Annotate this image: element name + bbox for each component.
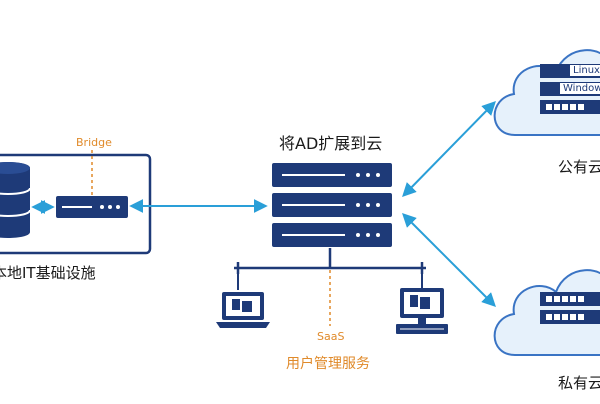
private-cloud-icon — [493, 269, 600, 356]
server-unit-2 — [272, 193, 392, 217]
center-private-cloud-arrow — [402, 213, 496, 307]
server-stack-icon — [272, 163, 392, 247]
windows-label: Windows — [560, 83, 600, 94]
bridge-device-icon — [56, 196, 128, 218]
center-title: 将AD扩展到云 — [279, 134, 383, 153]
database-icon — [0, 162, 31, 238]
on-prem-group — [0, 150, 152, 255]
laptop-icon — [216, 292, 270, 328]
server-unit-1 — [272, 163, 392, 187]
saas-label: SaaS — [317, 330, 345, 343]
center-public-cloud-arrow — [402, 100, 496, 198]
public-cloud-label: 公有云 — [558, 158, 600, 176]
bridge-label: Bridge — [76, 136, 112, 149]
server-unit-3 — [272, 223, 392, 247]
desktop-computer-icon — [396, 288, 448, 334]
on-prem-label: 本地IT基础设施 — [0, 264, 96, 282]
linux-label: Linux — [570, 65, 600, 76]
private-cloud-label: 私有云 — [558, 374, 600, 392]
service-label: 用户管理服务 — [286, 356, 370, 372]
